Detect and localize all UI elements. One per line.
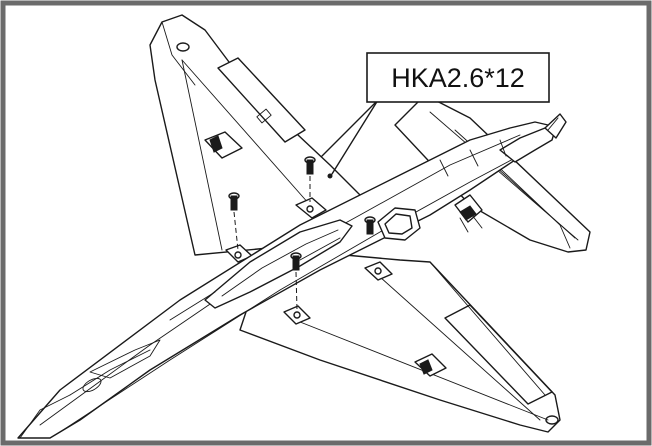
screw-1 xyxy=(304,156,316,202)
callout-label: HKA2.6*12 xyxy=(391,63,525,93)
main-landing-gear xyxy=(454,194,483,233)
callout-box xyxy=(366,52,550,103)
right-wing xyxy=(239,254,561,433)
screw-3 xyxy=(364,216,376,235)
screw-callout: HKA2.6*12 xyxy=(366,52,550,103)
screw-4 xyxy=(290,252,302,311)
fuselage xyxy=(17,113,567,439)
screw-2 xyxy=(228,192,240,251)
airframe-drawing xyxy=(17,14,591,439)
callout-leader-lines xyxy=(321,99,379,179)
